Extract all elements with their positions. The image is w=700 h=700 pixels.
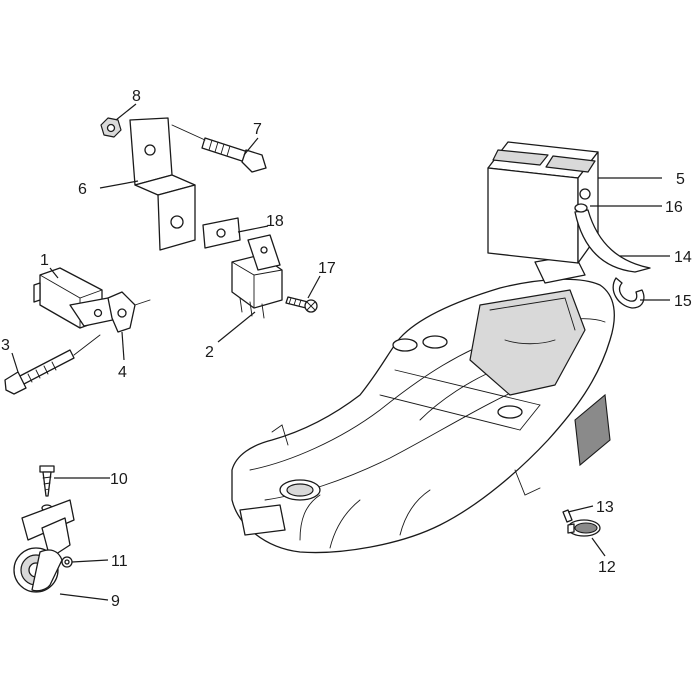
leader-lines bbox=[11, 103, 670, 601]
leader-1 bbox=[49, 267, 59, 279]
leader-17 bbox=[307, 275, 321, 299]
underseat-body bbox=[231, 254, 615, 554]
callout-15: 15 bbox=[674, 293, 692, 310]
leader-18 bbox=[237, 225, 269, 233]
leader-9 bbox=[59, 593, 109, 601]
leader-7 bbox=[243, 137, 259, 156]
clamp-ring bbox=[612, 277, 645, 309]
vent-tube bbox=[574, 209, 651, 273]
long-bolt bbox=[4, 334, 101, 395]
callout-4: 4 bbox=[118, 364, 127, 381]
callout-11: 11 bbox=[111, 553, 128, 570]
cap-cover bbox=[567, 519, 601, 537]
leader-8 bbox=[115, 103, 137, 121]
callout-1: 1 bbox=[40, 252, 49, 269]
callout-2: 2 bbox=[205, 344, 214, 361]
callout-6: 6 bbox=[78, 181, 87, 198]
callout-8: 8 bbox=[132, 88, 141, 105]
washer-16 bbox=[574, 203, 588, 213]
callout-7: 7 bbox=[253, 121, 262, 138]
leader-11 bbox=[71, 559, 109, 563]
callout-12: 12 bbox=[598, 559, 616, 576]
hex-bolt bbox=[171, 124, 267, 173]
callout-17: 17 bbox=[318, 260, 336, 277]
leader-2 bbox=[217, 311, 256, 343]
callout-10: 10 bbox=[110, 471, 128, 488]
leader-3 bbox=[11, 352, 19, 373]
callout-14: 14 bbox=[674, 249, 692, 266]
leader-13 bbox=[567, 505, 594, 513]
unit-bracket bbox=[107, 291, 151, 333]
callout-16: 16 bbox=[665, 199, 683, 216]
callout-5: 5 bbox=[676, 171, 685, 188]
hex-nut bbox=[100, 117, 122, 138]
leader-12 bbox=[591, 537, 606, 557]
relay bbox=[231, 234, 283, 319]
callout-9: 9 bbox=[111, 593, 120, 610]
leader-6 bbox=[99, 180, 139, 189]
callout-13: 13 bbox=[596, 499, 614, 516]
relay-bracket bbox=[202, 217, 241, 249]
leader-4 bbox=[121, 331, 125, 361]
mounting-bracket bbox=[129, 117, 196, 251]
battery bbox=[487, 141, 599, 264]
cap-screw bbox=[562, 509, 573, 523]
callout-18: 18 bbox=[266, 213, 284, 230]
small-screw bbox=[39, 465, 55, 512]
horn-nut bbox=[61, 556, 73, 568]
callout-labels: 1 2 3 4 5 6 7 8 9 10 11 12 13 14 15 16 1… bbox=[1, 88, 692, 610]
callout-3: 3 bbox=[1, 337, 10, 354]
horn bbox=[13, 499, 75, 593]
screw bbox=[285, 296, 318, 313]
